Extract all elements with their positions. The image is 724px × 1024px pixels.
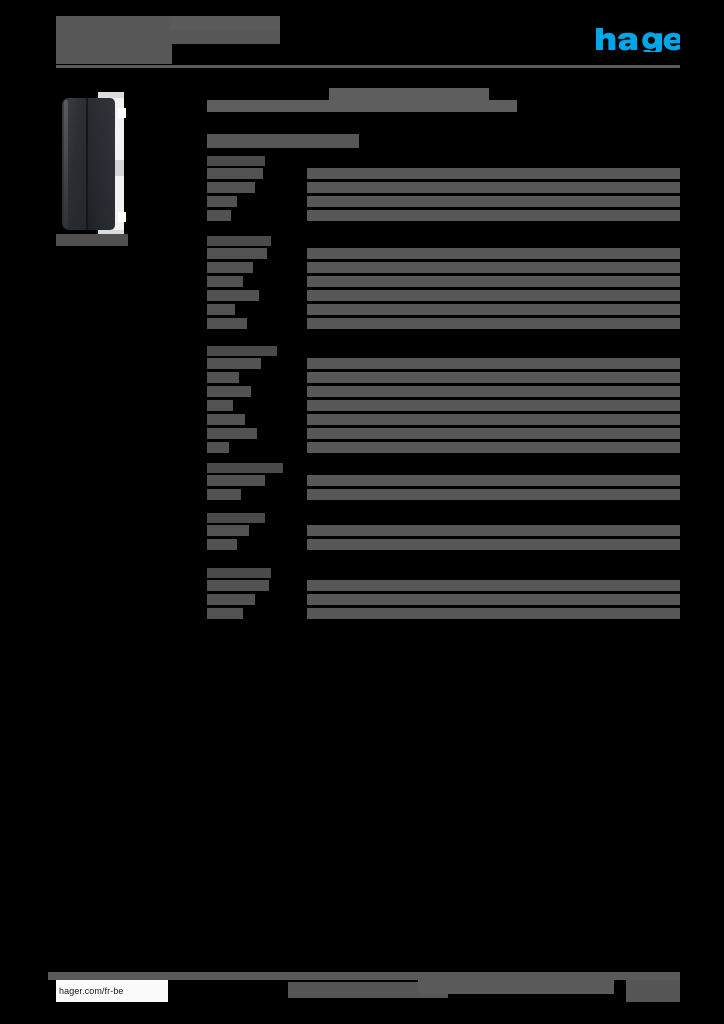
spec-value bbox=[307, 168, 680, 179]
spec-label bbox=[207, 608, 243, 619]
spec-label bbox=[207, 210, 231, 221]
spec-label bbox=[207, 580, 269, 591]
page-subtitle bbox=[56, 44, 172, 64]
header-divider bbox=[56, 65, 680, 68]
rocker-left-half bbox=[62, 98, 88, 230]
content-heading-line2 bbox=[207, 100, 517, 112]
content-intro bbox=[207, 134, 359, 148]
product-photo bbox=[56, 88, 174, 240]
spec-value bbox=[307, 580, 680, 591]
spec-value bbox=[307, 442, 680, 453]
section-heading bbox=[207, 568, 271, 578]
spec-label bbox=[207, 489, 241, 500]
footer-divider bbox=[48, 972, 680, 980]
spec-label bbox=[207, 196, 237, 207]
spec-label bbox=[207, 290, 259, 301]
faceplate-tab-bottom bbox=[118, 212, 126, 222]
hager-logo bbox=[594, 26, 680, 52]
spec-value bbox=[307, 182, 680, 193]
spec-value bbox=[307, 372, 680, 383]
spec-label bbox=[207, 262, 253, 273]
footer-page-number bbox=[626, 980, 680, 1002]
product-reference bbox=[170, 16, 280, 30]
product-figure bbox=[56, 88, 174, 246]
content-column bbox=[207, 88, 680, 648]
spec-value bbox=[307, 608, 680, 619]
spec-label bbox=[207, 182, 255, 193]
spec-value bbox=[307, 594, 680, 605]
spec-label bbox=[207, 276, 243, 287]
section-heading bbox=[207, 156, 265, 166]
spec-value bbox=[307, 358, 680, 369]
section-heading bbox=[207, 463, 283, 473]
footer-website-link[interactable]: hager.com/fr-be bbox=[56, 980, 168, 1002]
spec-label bbox=[207, 594, 255, 605]
section-heading bbox=[207, 513, 265, 523]
spec-label bbox=[207, 475, 265, 486]
rocker-highlight bbox=[64, 100, 68, 228]
spec-label bbox=[207, 248, 267, 259]
faceplate-tab-top bbox=[118, 108, 126, 118]
spec-label bbox=[207, 358, 261, 369]
footer-legal-text-secondary bbox=[418, 980, 614, 994]
spec-label bbox=[207, 539, 237, 550]
spec-label bbox=[207, 372, 239, 383]
spec-value bbox=[307, 276, 680, 287]
spec-label bbox=[207, 442, 229, 453]
spec-label bbox=[207, 386, 251, 397]
spec-value bbox=[307, 318, 680, 329]
footer-legal-text bbox=[288, 982, 448, 998]
spec-value bbox=[307, 539, 680, 550]
section-heading bbox=[207, 236, 271, 246]
section-heading bbox=[207, 346, 277, 356]
spec-value bbox=[307, 475, 680, 486]
spec-label bbox=[207, 304, 235, 315]
spec-value bbox=[307, 525, 680, 536]
spec-value bbox=[307, 386, 680, 397]
spec-value bbox=[307, 489, 680, 500]
spec-label bbox=[207, 525, 249, 536]
spec-value bbox=[307, 414, 680, 425]
spec-label bbox=[207, 400, 233, 411]
spec-label bbox=[207, 414, 245, 425]
product-caption bbox=[56, 234, 128, 246]
spec-label bbox=[207, 318, 247, 329]
page-footer: hager.com/fr-be bbox=[0, 962, 724, 1024]
spec-value bbox=[307, 304, 680, 315]
spec-value bbox=[307, 290, 680, 301]
content-heading bbox=[329, 88, 489, 100]
spec-value bbox=[307, 248, 680, 259]
spec-value bbox=[307, 400, 680, 411]
rocker-seam bbox=[86, 98, 88, 230]
spec-label bbox=[207, 168, 263, 179]
spec-label bbox=[207, 428, 257, 439]
spec-value bbox=[307, 428, 680, 439]
page-header bbox=[0, 0, 724, 72]
spec-value bbox=[307, 210, 680, 221]
spec-value bbox=[307, 196, 680, 207]
spec-value bbox=[307, 262, 680, 273]
rocker-right-half bbox=[87, 98, 115, 230]
